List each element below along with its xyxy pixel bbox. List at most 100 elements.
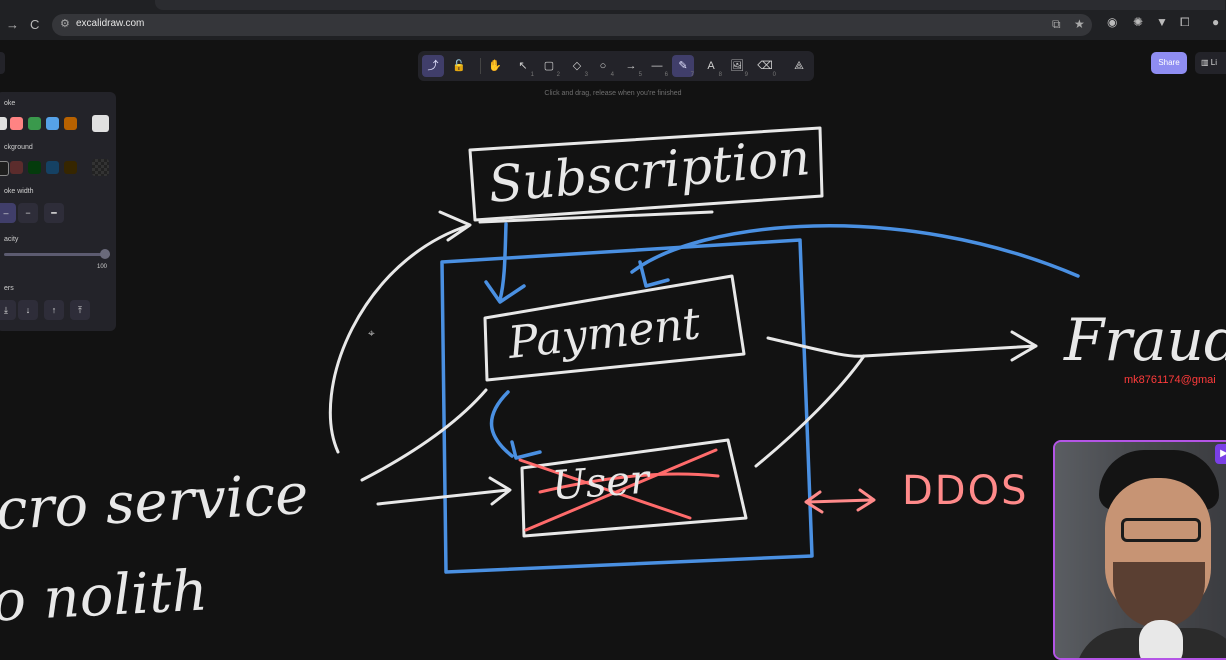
stroke-label: oke: [4, 100, 16, 107]
user-to-fraud-line: [754, 354, 866, 468]
overlay-badge-icon: ▶: [1215, 444, 1226, 464]
layers-label: ers: [4, 285, 14, 292]
blue-curve: [630, 224, 1080, 278]
webcam-overlay: ▶: [1053, 440, 1226, 660]
shortcut-key: 9: [744, 72, 748, 78]
extensions-puzzle-icon[interactable]: ⧠: [1180, 15, 1190, 29]
ddos-label: DDOS: [902, 468, 1029, 514]
lock-tool-button[interactable]: 🔓: [448, 55, 470, 77]
library-label: Li: [1210, 58, 1218, 67]
share-button[interactable]: Share: [1151, 52, 1187, 74]
eraser-tool-button[interactable]: ⌫0: [754, 55, 776, 78]
user-label: User: [550, 456, 651, 510]
user-cross-out: [518, 448, 720, 532]
site-settings-icon[interactable]: ⚙: [60, 18, 70, 30]
bring-to-front-icon[interactable]: ⤒: [70, 300, 90, 320]
shortcut-key: 5: [638, 72, 642, 78]
stroke-color-swatch[interactable]: [92, 115, 109, 132]
extension-icon[interactable]: ◉: [1107, 15, 1118, 29]
opacity-value: 100: [97, 264, 108, 270]
background-color-swatch[interactable]: [28, 161, 41, 174]
opacity-slider-knob[interactable]: [100, 249, 110, 259]
background-color-swatch[interactable]: [0, 161, 9, 176]
stroke-color-swatch[interactable]: [64, 117, 77, 130]
bookmark-star-icon[interactable]: ★: [1074, 17, 1085, 31]
stroke-color-swatch[interactable]: [0, 117, 7, 130]
monolith-label: o nolith: [0, 558, 210, 635]
line-tool-button[interactable]: —6: [646, 55, 669, 78]
shortcut-key: 2: [556, 72, 560, 78]
hand-tool-icon: ✋: [488, 60, 502, 72]
background-color-swatch[interactable]: [10, 161, 23, 174]
draw-tool-icon: ✎: [678, 60, 688, 72]
url-text[interactable]: excalidraw.com: [76, 18, 145, 29]
shortcut-key: 0: [772, 72, 776, 78]
cursor-crosshair-icon: ⌖: [368, 326, 375, 340]
toolbar-separator: [480, 58, 481, 74]
image-tool-icon: 🖼: [730, 60, 744, 72]
stroke-width-bold-button[interactable]: −: [18, 203, 38, 223]
library-button[interactable]: ▥ Li: [1195, 52, 1226, 74]
profile-avatar-icon[interactable]: ●: [1212, 15, 1220, 29]
stroke-color-swatch[interactable]: [46, 117, 59, 130]
rectangle-tool-button[interactable]: ▢2: [538, 55, 560, 78]
payment-to-fraud-arrow: [766, 330, 1038, 362]
selection-tool-button[interactable]: ↖1: [512, 55, 534, 78]
image-tool-button[interactable]: 🖼9: [726, 55, 748, 78]
extension-icon[interactable]: ✺: [1133, 15, 1144, 29]
ellipse-tool-icon: ○: [599, 60, 607, 72]
blue-arrow-to-user: [489, 390, 542, 460]
opacity-label: acity: [4, 236, 19, 243]
transparent-swatch[interactable]: [92, 159, 109, 176]
arrow-tool-icon: →: [625, 60, 637, 72]
background-color-swatch[interactable]: [64, 161, 77, 174]
background-label: ckground: [4, 144, 33, 151]
lock-tool-icon: 🔓: [452, 60, 466, 72]
blue-small-arrow: [638, 260, 670, 288]
hand-tool-button[interactable]: ✋: [484, 55, 506, 77]
install-icon[interactable]: ⧉: [1052, 17, 1061, 31]
send-backward-icon[interactable]: ↓: [18, 300, 38, 320]
bring-forward-icon[interactable]: ↑: [44, 300, 64, 320]
selection-tool-icon: ↖: [518, 60, 528, 72]
extension-icon[interactable]: ▼: [1156, 15, 1168, 29]
stroke-color-swatch[interactable]: [28, 117, 41, 130]
opacity-slider-track[interactable]: [4, 253, 110, 256]
tab-strip: [0, 0, 1226, 10]
omnibox[interactable]: ⚙ excalidraw.com ⧉ ★: [52, 14, 1092, 36]
loop-arrow: [328, 210, 472, 454]
ellipse-tool-button[interactable]: ○4: [592, 55, 614, 78]
rectangle-tool-icon: ▢: [543, 60, 555, 72]
more-tools-button[interactable]: ⟁: [788, 55, 810, 77]
shortcut-key: 4: [610, 72, 614, 78]
reload-icon[interactable]: C: [30, 17, 40, 32]
arrow-tool-button[interactable]: →5: [620, 55, 643, 78]
line-tool-icon: —: [651, 60, 663, 72]
blue-arrow-sub-to-pay: [484, 222, 526, 304]
background-color-swatch[interactable]: [46, 161, 59, 174]
keep-tool-active-icon[interactable]: ⤴: [422, 55, 444, 77]
microservice-to-payment-arrow: [360, 388, 488, 482]
menu-button[interactable]: [0, 52, 5, 74]
draw-tool-button[interactable]: ✎7: [672, 55, 694, 78]
text-tool-icon: A: [707, 60, 715, 72]
tool-hint: Click and drag, release when you're fini…: [544, 90, 682, 97]
presenter-glasses: [1121, 518, 1201, 542]
drawing-canvas[interactable]: [0, 40, 1226, 652]
subscription-box: [468, 126, 824, 222]
microphone: [1139, 620, 1183, 658]
diamond-tool-button[interactable]: ◇3: [566, 55, 588, 78]
stroke-color-swatch[interactable]: [10, 117, 23, 130]
more-tools-icon: ⟁: [794, 60, 804, 72]
shortcut-key: 8: [718, 72, 722, 78]
payment-box: [483, 274, 746, 382]
send-to-back-icon[interactable]: ⤓: [0, 300, 16, 320]
active-tab[interactable]: [155, 0, 1225, 10]
stroke-width-extra-bold-button[interactable]: ━: [44, 203, 64, 223]
forward-icon[interactable]: →: [6, 17, 19, 32]
microservice-to-user-arrow: [376, 476, 512, 506]
fraud-label: Fraud: [1064, 306, 1226, 374]
stroke-width-thin-button[interactable]: –: [0, 203, 16, 223]
main-toolbar: ⤴: [418, 51, 814, 81]
